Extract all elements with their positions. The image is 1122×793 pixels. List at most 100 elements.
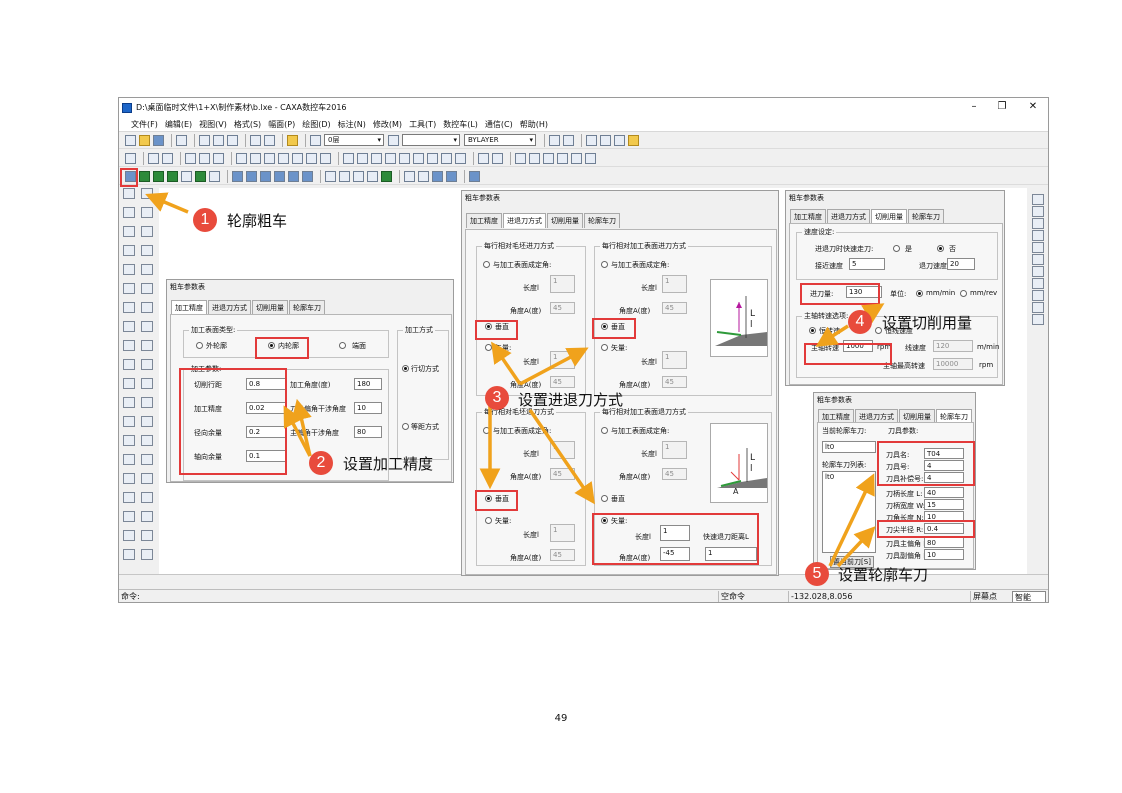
color-icon[interactable] [388, 134, 399, 146]
display-icon[interactable] [586, 134, 597, 146]
magnifier-icon[interactable] [478, 152, 489, 164]
view-tool-3-icon[interactable] [1032, 218, 1044, 229]
code-gen-icon[interactable] [325, 170, 336, 182]
tab-feed[interactable]: 切削用量 [871, 209, 907, 224]
fillet-icon[interactable] [123, 397, 135, 408]
end-face-radio[interactable] [339, 342, 346, 349]
tool-4-icon[interactable] [557, 152, 568, 164]
menu-modify[interactable]: 修改(M) [372, 119, 403, 129]
view-tool-7-icon[interactable] [1032, 266, 1044, 277]
zoom-icon[interactable] [614, 134, 625, 146]
parts-edit-icon[interactable] [141, 530, 153, 541]
hatch-icon[interactable] [123, 435, 135, 446]
surf-in-vec-length-input[interactable]: 1 [662, 351, 687, 369]
smart-mode-select[interactable]: 智能 [1012, 590, 1046, 602]
image-icon[interactable] [600, 134, 611, 146]
nose-radius-input[interactable]: 0.4 [924, 523, 964, 534]
view-tool-6-icon[interactable] [1032, 254, 1044, 265]
print-icon[interactable] [176, 134, 187, 146]
hatch-icon[interactable] [292, 152, 303, 164]
view-tool-10-icon[interactable] [1032, 302, 1044, 313]
restore-button[interactable]: ❐ [997, 101, 1007, 112]
reverse-icon[interactable] [353, 170, 364, 182]
weld-icon[interactable] [455, 152, 466, 164]
dimension-icon[interactable] [343, 152, 354, 164]
line-icon[interactable] [123, 188, 135, 199]
rectangle-icon[interactable] [123, 321, 135, 332]
surf-out-vertical-radio[interactable] [601, 495, 608, 502]
surf-in-vec-angle-input[interactable]: 45 [662, 376, 687, 388]
save-icon[interactable] [153, 134, 164, 146]
menu-format[interactable]: 格式(S) [233, 119, 262, 129]
blank-out-vec-angle-input[interactable]: 45 [550, 549, 575, 561]
centerline-icon[interactable] [236, 152, 247, 164]
surf-out-vector-radio[interactable] [601, 517, 608, 524]
approach-speed-input[interactable]: 5 [849, 258, 885, 270]
menu-help[interactable]: 帮助(H) [519, 119, 548, 129]
layer-manager-icon[interactable] [310, 134, 321, 146]
circle-edit-icon[interactable] [141, 226, 153, 237]
transfer-icon[interactable] [446, 170, 457, 182]
blank-in-vec-angle-input[interactable]: 45 [550, 376, 575, 388]
cut-icon[interactable] [199, 134, 210, 146]
tab-feed[interactable]: 切削用量 [547, 213, 583, 228]
centerline-edit-icon[interactable] [141, 359, 153, 370]
surf-in-angle-input[interactable]: 45 [662, 302, 687, 314]
help-icon[interactable] [287, 134, 298, 146]
current-tool-input[interactable]: lt0 [822, 441, 876, 453]
table-icon[interactable] [199, 152, 210, 164]
parts-icon[interactable] [185, 152, 196, 164]
tab-approach[interactable]: 进退刀方式 [208, 300, 251, 315]
arc-icon[interactable] [123, 245, 135, 256]
dimension-icon[interactable] [123, 511, 135, 522]
program-icon[interactable] [432, 170, 443, 182]
close-button[interactable]: ✕ [1028, 101, 1038, 112]
surf-out-angle-input[interactable]: 45 [662, 468, 687, 480]
view-tool-5-icon[interactable] [1032, 242, 1044, 253]
tab-approach[interactable]: 进退刀方式 [827, 209, 870, 224]
view-tool-9-icon[interactable] [1032, 290, 1044, 301]
thread-icon[interactable] [181, 170, 192, 182]
tab-feed[interactable]: 切削用量 [899, 409, 935, 424]
block-turn-icon[interactable] [195, 170, 206, 182]
block-edit-icon[interactable] [141, 473, 153, 484]
open-file-icon[interactable] [139, 134, 150, 146]
tab-precision[interactable]: 加工精度 [790, 209, 826, 224]
tab-tool[interactable]: 轮廓车刀 [289, 300, 325, 315]
polygon-icon[interactable] [123, 340, 135, 351]
text-icon[interactable] [123, 454, 135, 465]
point-icon[interactable] [123, 283, 135, 294]
menu-cnc-lathe[interactable]: 数控车(L) [443, 119, 478, 129]
tab-feed[interactable]: 切削用量 [252, 300, 288, 315]
linetype-select[interactable]: BYLAYER [464, 134, 536, 146]
list-icon[interactable] [469, 170, 480, 182]
new-file-icon[interactable] [125, 134, 136, 146]
chamfer-icon[interactable] [278, 152, 289, 164]
angle-dim-icon[interactable] [371, 152, 382, 164]
titleblock-icon[interactable] [162, 152, 173, 164]
blank-in-angle-input[interactable]: 45 [550, 302, 575, 314]
tool-list-item[interactable]: lt0 [825, 473, 835, 481]
tool-number-input[interactable]: 4 [924, 460, 964, 471]
surf-in-vertical-radio[interactable] [601, 323, 608, 330]
view-tool-8-icon[interactable] [1032, 278, 1044, 289]
polygon-edit-icon[interactable] [141, 340, 153, 351]
centerline-icon[interactable] [123, 359, 135, 370]
hole-icon[interactable] [320, 152, 331, 164]
gear-icon[interactable] [306, 152, 317, 164]
block-icon[interactable] [123, 473, 135, 484]
point-edit-icon[interactable] [141, 283, 153, 294]
text-edit-icon[interactable] [141, 454, 153, 465]
menu-tools[interactable]: 工具(T) [409, 119, 437, 129]
chamfer-icon[interactable] [123, 416, 135, 427]
pan-icon[interactable] [628, 134, 639, 146]
blank-in-length-input[interactable]: 1 [550, 275, 575, 293]
turn-step-icon[interactable] [274, 170, 285, 182]
equidistant-icon[interactable] [123, 378, 135, 389]
check-icon[interactable] [367, 170, 378, 182]
ellipse-edit-icon[interactable] [141, 302, 153, 313]
menu-sheet[interactable]: 幅面(P) [268, 119, 296, 129]
center-drill-icon[interactable] [232, 170, 243, 182]
feed-input[interactable]: 130 [846, 286, 882, 298]
tool-comp-input[interactable]: 4 [924, 472, 964, 483]
